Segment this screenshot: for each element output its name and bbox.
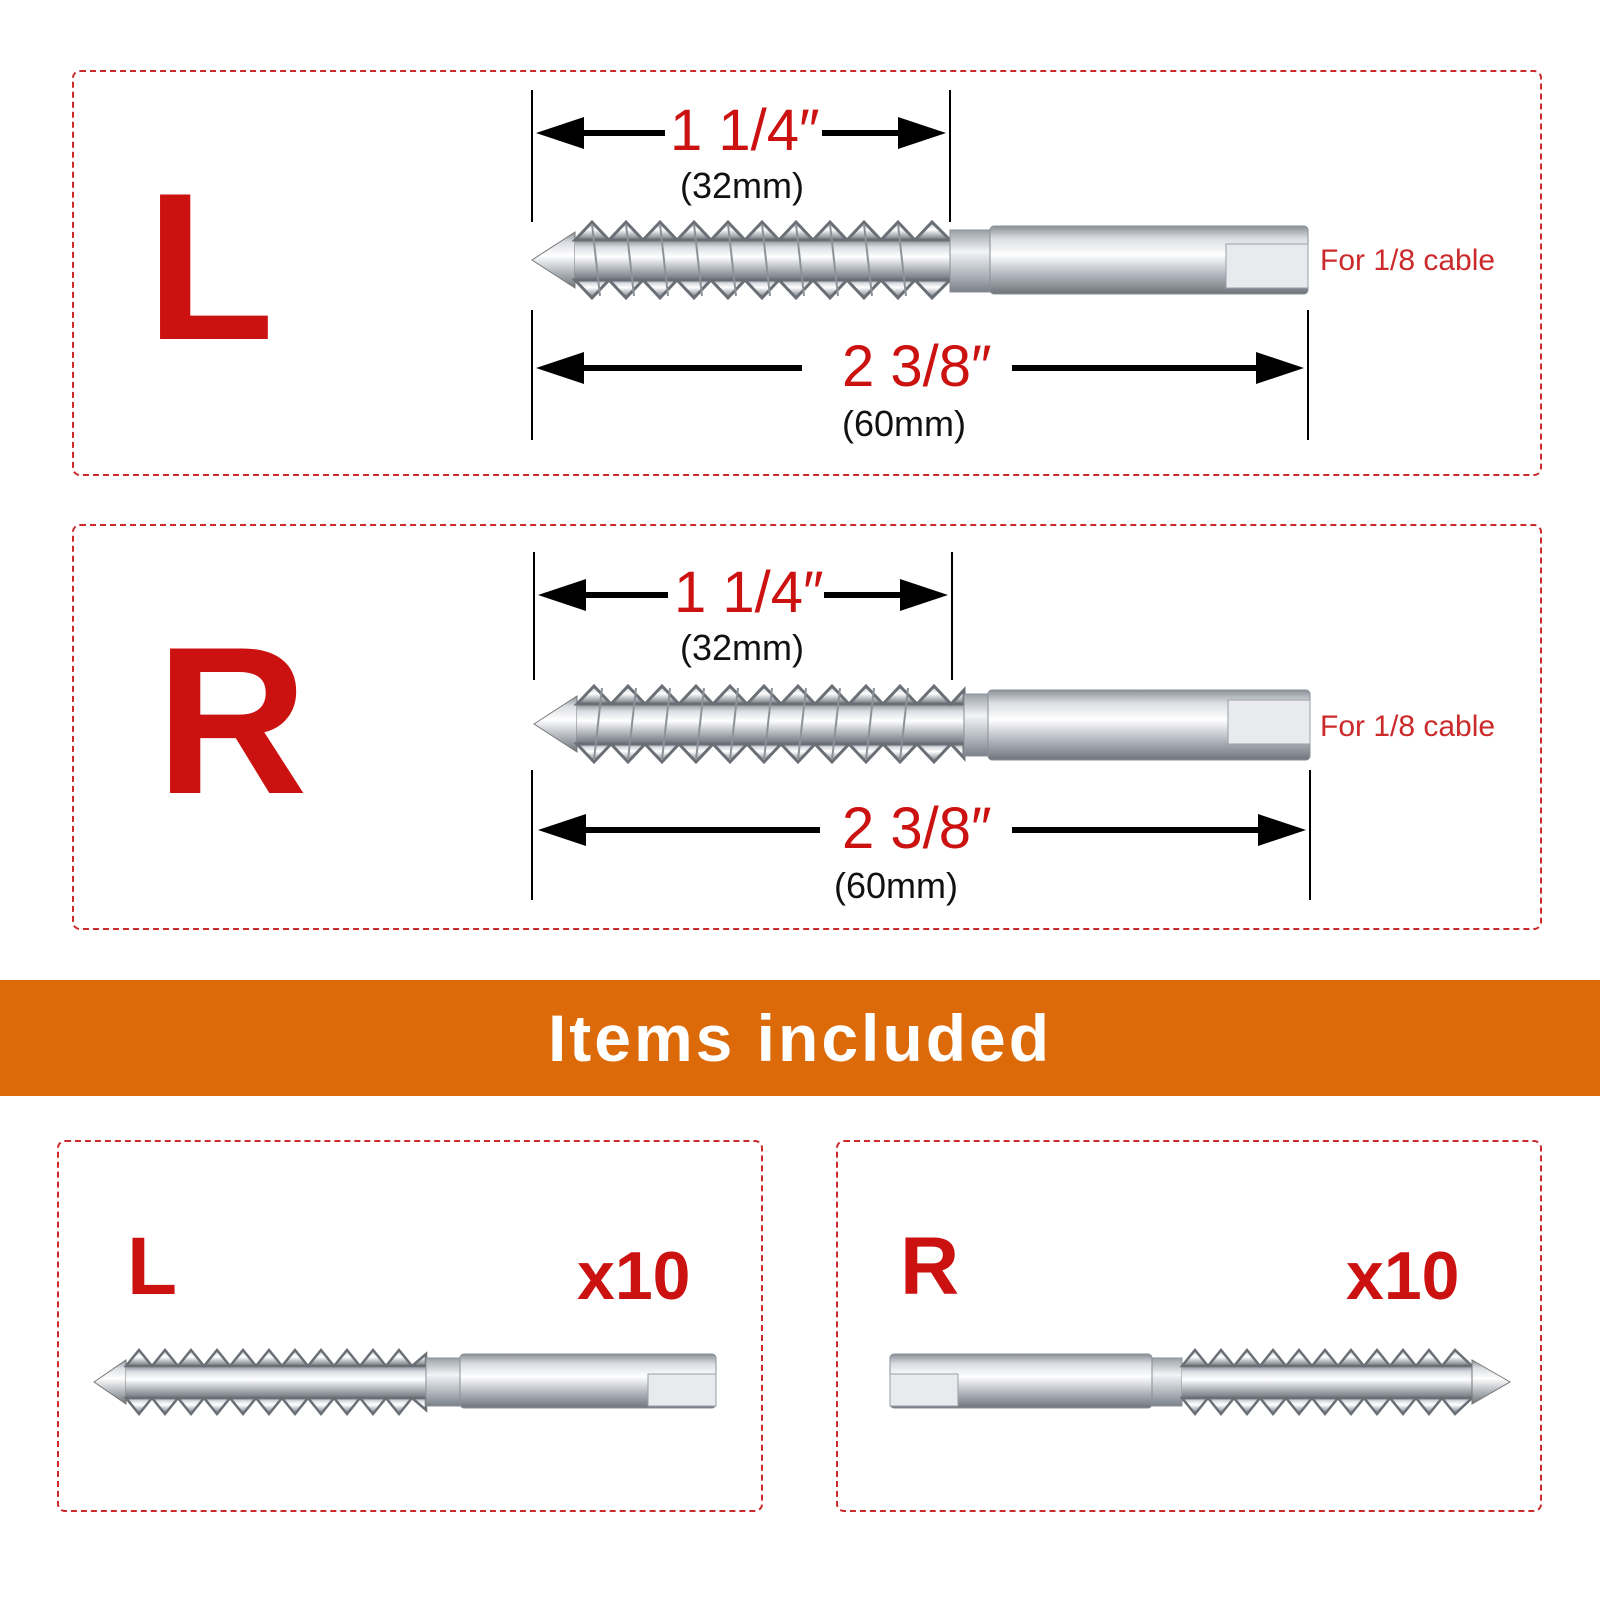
- banner-title: Items included: [547, 1001, 1053, 1075]
- included-right-panel: R x10: [836, 1140, 1542, 1512]
- included-left-quantity: x10: [577, 1238, 691, 1314]
- left-thread-length: 1 1/4″: [670, 98, 820, 163]
- included-right-quantity: x10: [1346, 1238, 1460, 1314]
- left-spec-panel: L: [72, 70, 1542, 476]
- right-thread-length: 1 1/4″: [674, 560, 824, 625]
- left-total-length-mm: (60mm): [842, 403, 966, 444]
- right-total-length-mm: (60mm): [834, 865, 958, 906]
- left-thread-length-mm: (32mm): [680, 165, 804, 206]
- left-hand-label: L: [146, 149, 275, 384]
- right-spec-panel: R: [72, 524, 1542, 930]
- included-right-label: R: [900, 1221, 960, 1312]
- right-thread-length-mm: (32mm): [680, 627, 804, 668]
- left-total-length: 2 3/8″: [842, 334, 992, 399]
- included-left-panel: L x10: [57, 1140, 763, 1512]
- small-right-screw-icon: [889, 1348, 1511, 1416]
- included-left-label: L: [127, 1221, 178, 1312]
- right-hand-label: R: [156, 603, 308, 838]
- small-left-screw-icon: [93, 1348, 717, 1416]
- items-included-banner: Items included: [0, 980, 1600, 1096]
- right-cable-note: For 1/8 cable: [1320, 710, 1496, 743]
- right-total-length: 2 3/8″: [842, 796, 992, 861]
- left-cable-note: For 1/8 cable: [1320, 244, 1496, 277]
